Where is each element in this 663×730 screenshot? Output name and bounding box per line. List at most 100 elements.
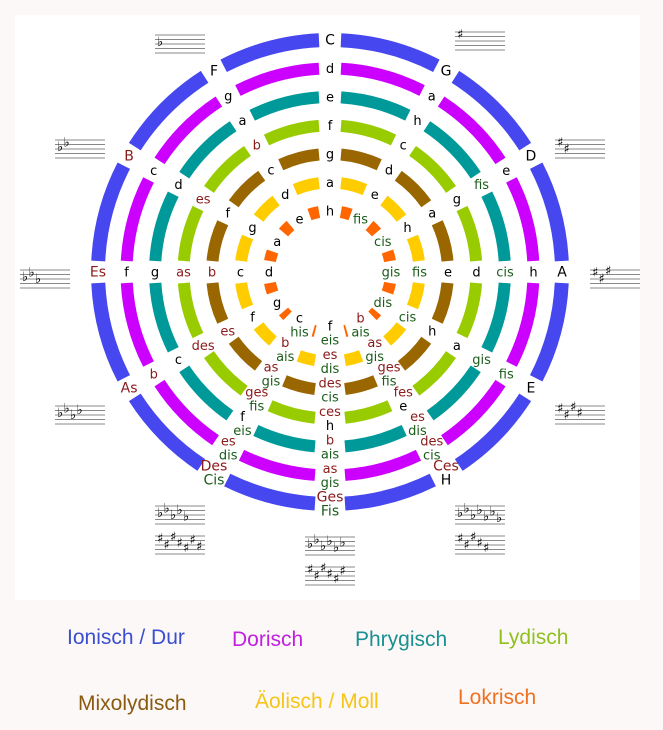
ring-segment xyxy=(406,282,425,310)
ring-segment xyxy=(224,473,316,511)
flat-icon: ♭ xyxy=(164,501,170,516)
note-label: a xyxy=(428,89,436,104)
note-label: c xyxy=(400,139,407,154)
ring-segment xyxy=(264,281,279,295)
ring-segment xyxy=(340,91,411,121)
flat-icon: ♭ xyxy=(464,501,470,516)
key-signature-sharps: ♯♯♯♯ xyxy=(555,400,605,425)
ring-segment xyxy=(409,146,456,193)
sharp-icon: ♯ xyxy=(557,401,563,416)
ring-segment xyxy=(529,282,569,382)
ring-segment xyxy=(253,322,277,346)
note-label: E xyxy=(526,381,535,397)
note-label: f xyxy=(328,320,333,335)
note-label: f xyxy=(124,266,129,281)
note-label: b xyxy=(150,367,158,382)
ring-segment xyxy=(149,191,179,262)
sharp-icon: ♯ xyxy=(307,562,313,577)
sharp-icon: ♯ xyxy=(605,264,611,279)
ring-segment xyxy=(179,121,237,179)
key-signature-flats: ♭♭ xyxy=(55,135,105,159)
ring-segment xyxy=(431,220,454,262)
key-signature-flats: ♭♭♭♭♭ xyxy=(155,501,205,525)
note-label: fis xyxy=(382,375,397,390)
note-label: gis xyxy=(262,375,281,390)
note-label: h xyxy=(413,114,421,129)
note-label: fis xyxy=(412,266,427,281)
flat-icon: ♭ xyxy=(177,503,183,518)
flat-icon: ♭ xyxy=(470,508,476,523)
key-signature-sharps: ♯♯♯♯♯♯ xyxy=(305,561,355,587)
note-label: c xyxy=(237,266,244,281)
note-label: c xyxy=(175,353,182,368)
note-label: G xyxy=(441,64,452,80)
ring-segment xyxy=(506,282,540,367)
note-label: gis xyxy=(365,350,384,365)
ring-segment xyxy=(296,350,317,367)
sharp-icon: ♯ xyxy=(170,530,176,545)
note-label: b xyxy=(356,311,364,326)
note-label: ces xyxy=(319,405,341,420)
note-label: ges xyxy=(245,385,268,400)
flat-icon: ♭ xyxy=(320,539,326,554)
key-signature-sharps: ♯♯♯♯♯♯♯ xyxy=(155,530,205,556)
note-label: Des xyxy=(201,458,228,474)
note-label: es xyxy=(220,325,235,340)
ring-segment xyxy=(307,206,321,221)
note-label: Cis xyxy=(204,472,225,488)
note-label: F xyxy=(210,64,218,80)
ring-segment xyxy=(179,365,234,421)
note-label: f xyxy=(240,410,245,425)
flat-icon: ♭ xyxy=(157,506,163,521)
ring-segment xyxy=(339,206,353,221)
ring-segment xyxy=(344,449,422,481)
sharp-icon: ♯ xyxy=(599,272,605,287)
ring-segment xyxy=(282,375,316,395)
note-label: dis xyxy=(321,362,340,377)
sharp-icon: ♯ xyxy=(592,265,598,280)
ring-segment xyxy=(263,119,320,146)
sharp-icon: ♯ xyxy=(570,400,576,415)
note-label: e xyxy=(326,91,334,106)
ring-segment xyxy=(383,322,407,346)
note-label: fis xyxy=(474,178,489,193)
note-label: As xyxy=(121,381,138,397)
flat-icon: ♭ xyxy=(22,270,28,285)
note-label: g xyxy=(326,148,334,163)
note-label: b xyxy=(208,266,216,281)
ring-segment xyxy=(235,234,254,262)
note-label: des xyxy=(192,339,215,354)
ring-segment xyxy=(206,220,229,262)
ring-segment xyxy=(481,191,511,262)
sharp-icon: ♯ xyxy=(177,536,183,551)
ring-segment xyxy=(228,170,266,208)
ring-segment xyxy=(380,195,407,222)
note-label: gis xyxy=(321,476,340,491)
ring-segment xyxy=(451,70,532,151)
note-label: c xyxy=(296,311,303,326)
ring-segment xyxy=(381,249,396,263)
ring-segment xyxy=(278,220,295,237)
note-label: h xyxy=(326,205,334,220)
note-label: g xyxy=(224,89,232,104)
ring-segment xyxy=(340,148,382,171)
note-label: des xyxy=(318,377,341,392)
ring-segment xyxy=(340,177,368,196)
note-label: a xyxy=(326,176,334,191)
note-label: ges xyxy=(377,361,400,376)
ring-segment xyxy=(177,205,204,262)
sharp-icon: ♯ xyxy=(557,135,563,150)
flat-icon: ♭ xyxy=(340,536,346,551)
sharp-icon: ♯ xyxy=(314,569,320,584)
ring-segment xyxy=(278,148,320,171)
note-label: es xyxy=(410,410,425,425)
ring-segment xyxy=(177,282,204,339)
legend-item: Lydisch xyxy=(498,626,569,649)
ring-segment xyxy=(154,96,223,165)
ring-segment xyxy=(264,249,279,263)
note-label: as xyxy=(176,266,191,281)
ring-segment xyxy=(397,336,432,371)
